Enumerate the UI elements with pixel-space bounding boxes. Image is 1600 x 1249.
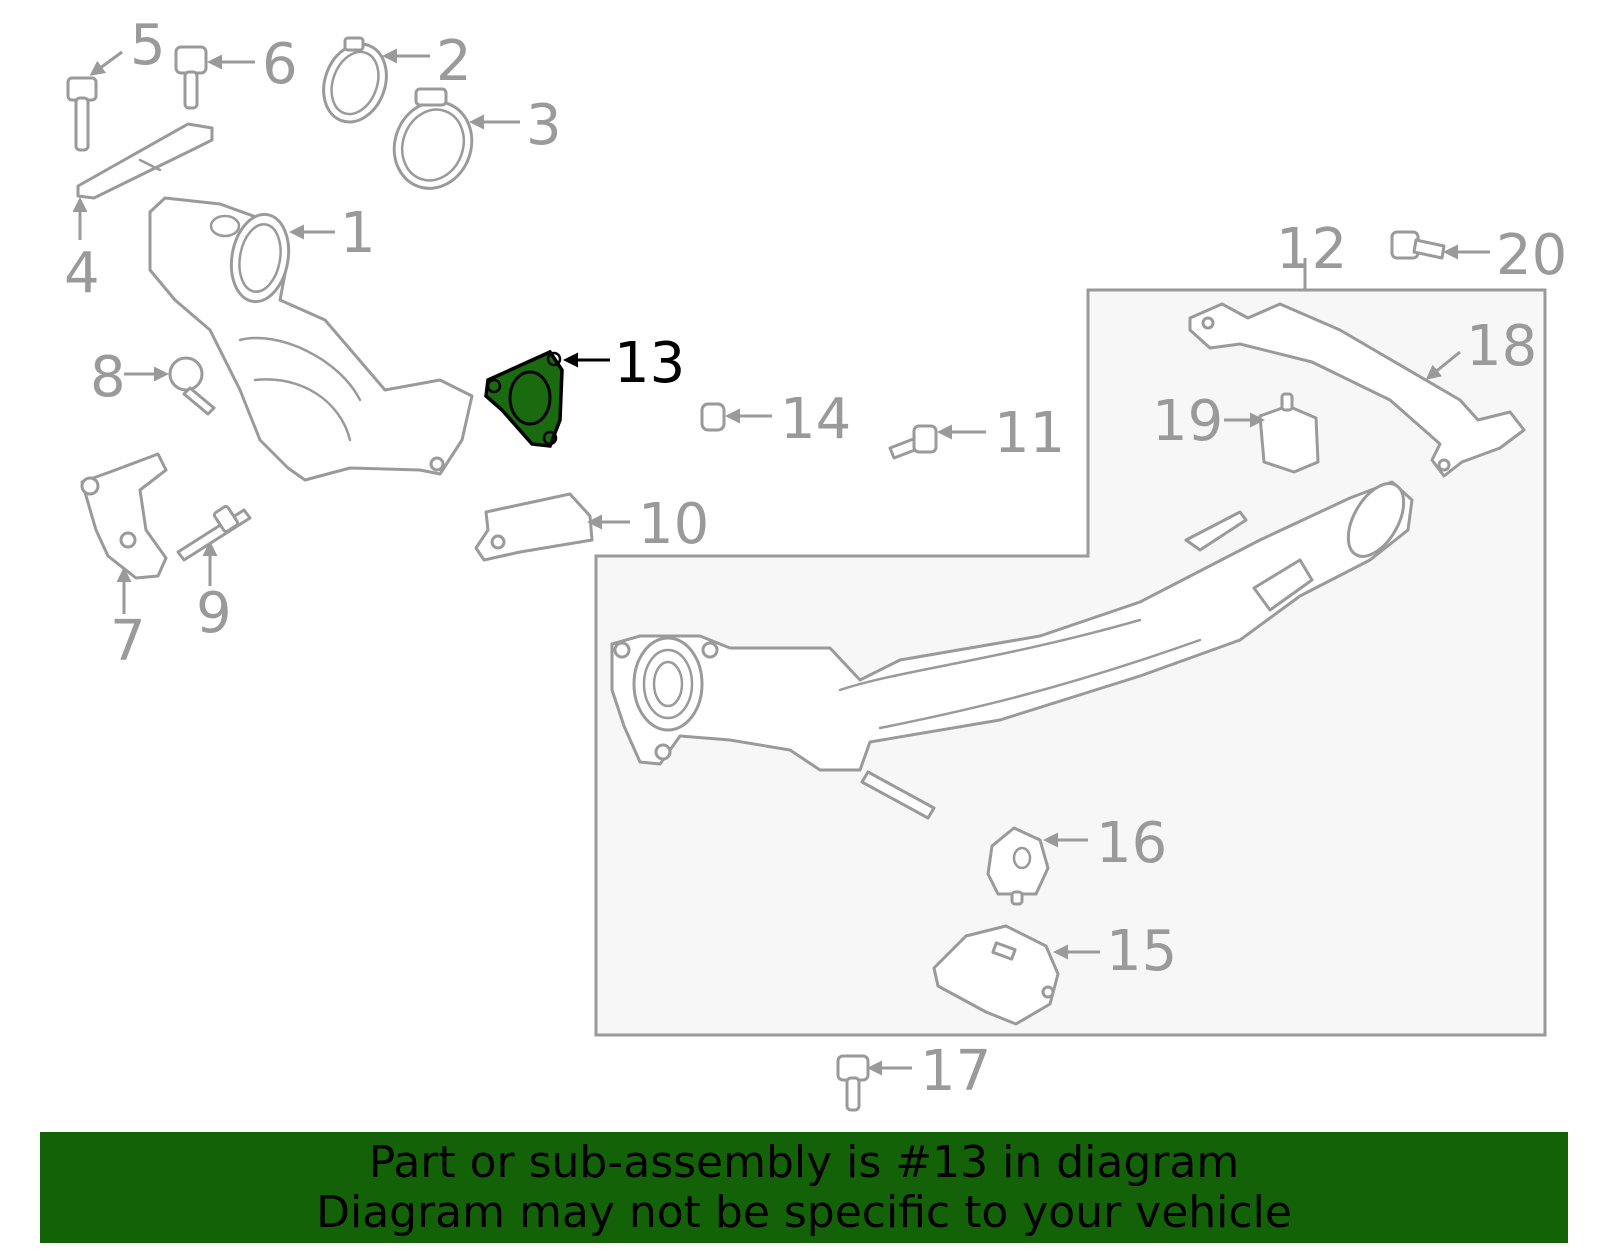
callout-3: 3 [526,93,562,158]
part-6-bolt[interactable] [174,45,208,110]
callout-19: 19 [1152,389,1223,454]
part-11-bolt[interactable] [888,424,938,460]
part-15-bracket[interactable] [932,924,1060,1026]
part-14-nut[interactable] [700,402,726,432]
part-1-catalytic-converter[interactable] [148,196,474,482]
callout-20: 20 [1496,223,1567,288]
callout-17: 17 [920,1039,991,1104]
callout-4: 4 [64,241,100,306]
callout-13: 13 [614,331,685,396]
callout-6: 6 [262,32,298,97]
part-4-bracket[interactable] [76,122,214,200]
part-13-gasket[interactable] [484,349,564,448]
callout-12: 12 [1276,217,1347,282]
part-8-bolt[interactable] [168,356,216,416]
callout-8: 8 [90,345,126,410]
notice-banner: Part or sub-assembly is #13 in diagram D… [40,1132,1568,1243]
exhaust-parts-diagram: 5 6 2 3 4 1 8 7 9 10 13 14 11 12 20 18 1… [64,13,1567,1112]
part-7-bracket[interactable] [80,452,168,580]
part-10-heat-shield[interactable] [474,492,594,562]
callout-9: 9 [196,581,232,646]
part-16-isolator[interactable] [986,826,1050,906]
notice-line-disclaimer: Diagram may not be specific to your vehi… [316,1186,1292,1238]
part-18-hanger-bracket[interactable] [1188,302,1526,478]
callout-15: 15 [1106,919,1177,984]
callout-18: 18 [1466,314,1537,379]
part-20-bolt[interactable] [1390,230,1446,260]
callout-2: 2 [436,29,472,94]
part-12-exhaust-pipe[interactable] [610,474,1415,820]
callout-11: 11 [994,401,1065,466]
callout-16: 16 [1096,811,1167,876]
part-9-stud[interactable] [176,505,252,562]
callout-7: 7 [110,609,146,674]
callout-14: 14 [780,387,851,452]
callout-5: 5 [130,13,166,78]
callout-1: 1 [340,201,376,266]
leader-arrows [72,48,1490,1076]
part-3-clamp[interactable] [382,87,484,199]
part-2-clamp[interactable] [313,35,397,131]
part-5-bolt[interactable] [66,76,98,152]
part-17-bolt[interactable] [836,1054,870,1112]
callout-10: 10 [638,492,709,557]
notice-line-part: Part or sub-assembly is #13 in diagram [368,1136,1240,1188]
part-19-isolator[interactable] [1258,392,1320,474]
